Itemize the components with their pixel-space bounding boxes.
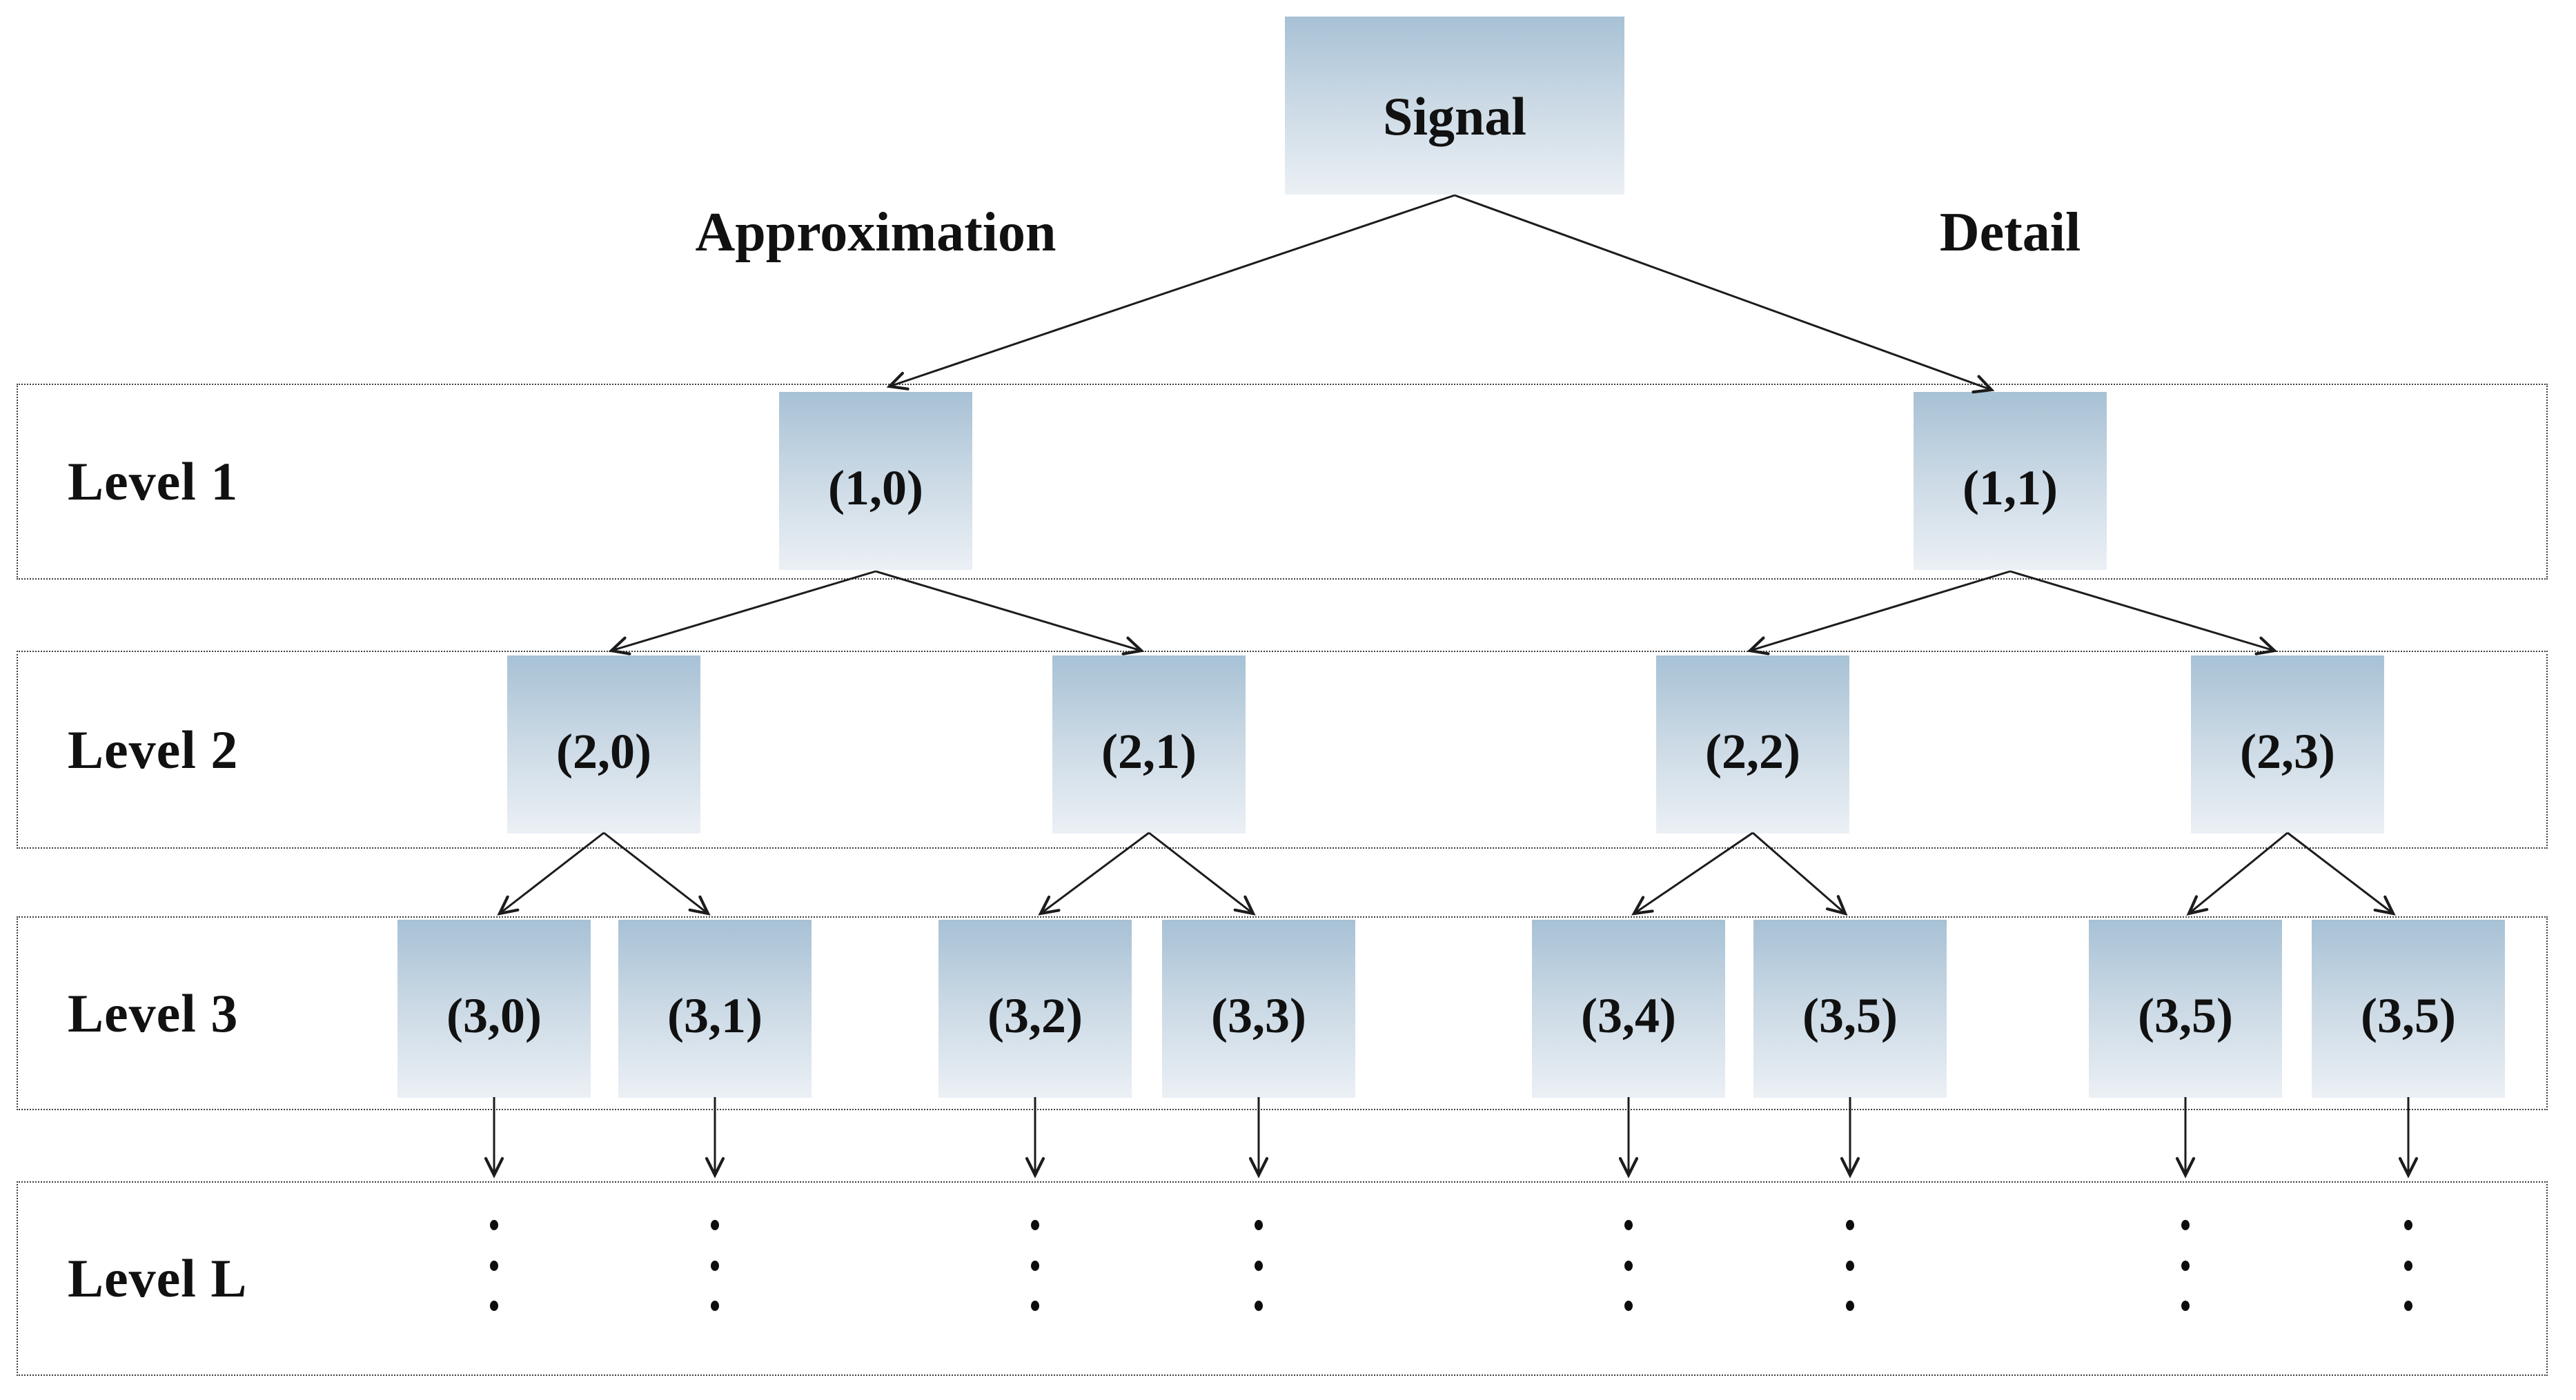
node-3-2-label: (3,2) [987, 987, 1083, 1043]
node-2-3: (2,3) [2191, 655, 2384, 834]
node-1-0-label: (1,0) [828, 460, 923, 515]
detail-label: Detail [1939, 202, 2081, 263]
vertical-ellipsis-icon [1624, 1220, 1633, 1311]
node-2-2: (2,2) [1656, 655, 1849, 834]
arrow-2-3-to-3-5c [2287, 831, 2396, 916]
level-3-band: Level 3 [17, 916, 2548, 1110]
node-3-3: (3,3) [1162, 920, 1355, 1098]
arrow-1-1-to-2-2 [1747, 570, 2011, 655]
arrow-2-3-to-3-5b [2186, 831, 2288, 916]
level-1-label: Level 1 [68, 451, 239, 511]
node-3-1-label: (3,1) [667, 987, 763, 1043]
level-2-label: Level 2 [68, 719, 239, 780]
node-3-5a: (3,5) [1753, 920, 1947, 1098]
level-L-label: Level L [68, 1248, 248, 1308]
arrow-1-0-to-2-0 [608, 570, 876, 655]
node-1-1: (1,1) [1914, 392, 2107, 570]
approximation-label: Approximation [695, 202, 1056, 263]
arrow-signal-to-1-1 [1454, 194, 1995, 394]
arrow-2-1-to-3-3 [1148, 831, 1256, 916]
arrow-1-1-to-2-3 [2009, 570, 2278, 655]
node-3-5c-label: (3,5) [2361, 987, 2456, 1043]
vertical-ellipsis-icon [1845, 1220, 1855, 1311]
level-L-band: Level L [17, 1181, 2548, 1376]
node-3-4: (3,4) [1532, 920, 1725, 1098]
vertical-ellipsis-icon [1254, 1220, 1264, 1311]
level-3-label: Level 3 [68, 983, 239, 1043]
arrow-2-2-to-3-5a [1752, 831, 1848, 916]
node-2-0-label: (2,0) [556, 723, 651, 779]
node-2-3-label: (2,3) [2240, 723, 2335, 779]
node-2-0: (2,0) [507, 655, 700, 834]
node-1-0: (1,0) [779, 392, 972, 570]
node-3-5b-label: (3,5) [2138, 987, 2233, 1043]
node-3-5a-label: (3,5) [1802, 987, 1898, 1043]
arrow-2-0-to-3-1 [603, 831, 711, 916]
signal-node-label: Signal [1382, 86, 1527, 146]
vertical-ellipsis-icon [2403, 1220, 2413, 1311]
node-3-0: (3,0) [397, 920, 591, 1098]
node-3-5c: (3,5) [2312, 920, 2505, 1098]
arrow-2-0-to-3-0 [497, 831, 604, 916]
node-3-2: (3,2) [938, 920, 1132, 1098]
arrow-2-1-to-3-2 [1038, 831, 1150, 916]
arrow-2-2-to-3-4 [1631, 831, 1753, 916]
vertical-ellipsis-icon [1030, 1220, 1040, 1311]
level-2-band: Level 2 [17, 651, 2548, 849]
vertical-ellipsis-icon [489, 1220, 499, 1311]
node-2-1-label: (2,1) [1101, 723, 1197, 779]
vertical-ellipsis-icon [710, 1220, 720, 1311]
signal-node: Signal [1285, 17, 1624, 195]
arrow-1-0-to-2-1 [875, 570, 1145, 655]
node-2-2-label: (2,2) [1705, 723, 1800, 779]
level-1-band: Level 1 [17, 384, 2548, 580]
node-3-0-label: (3,0) [446, 987, 542, 1043]
node-3-5b: (3,5) [2089, 920, 2282, 1098]
node-1-1-label: (1,1) [1963, 460, 2058, 515]
node-3-4-label: (3,4) [1581, 987, 1676, 1043]
node-3-1: (3,1) [618, 920, 812, 1098]
node-3-3-label: (3,3) [1211, 987, 1306, 1043]
node-2-1: (2,1) [1052, 655, 1246, 834]
vertical-ellipsis-icon [2181, 1220, 2190, 1311]
arrow-signal-to-1-0 [886, 194, 1455, 391]
